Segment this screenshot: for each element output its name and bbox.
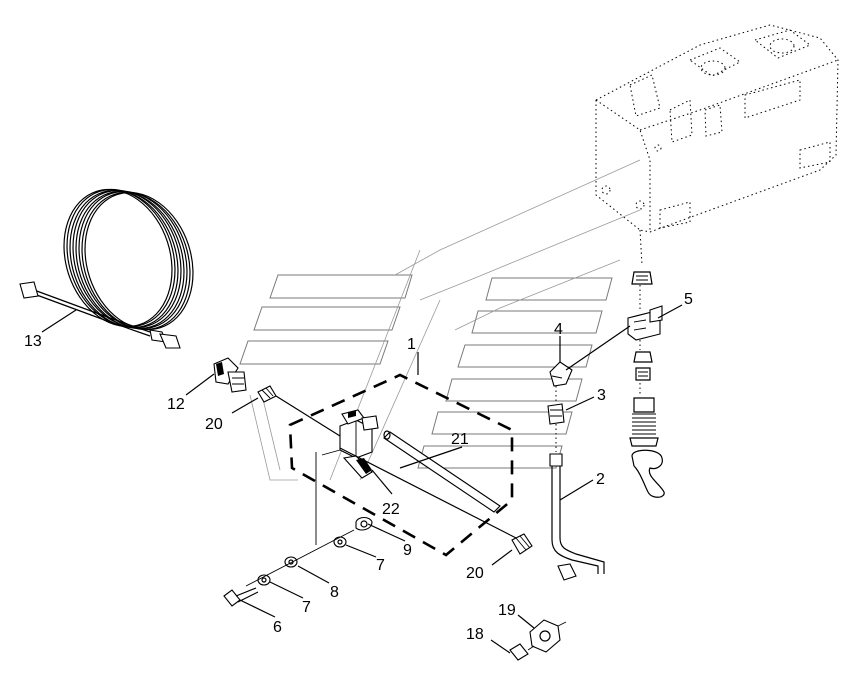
adapter-fitting-20-lower xyxy=(511,533,533,555)
label-part-7-upper: 7 xyxy=(376,557,385,574)
label-part-5: 5 xyxy=(684,291,693,308)
fitting-stack-right xyxy=(627,271,665,498)
label-part-18: 18 xyxy=(466,626,484,643)
label-part-9: 9 xyxy=(403,542,412,559)
label-part-3: 3 xyxy=(597,387,606,404)
label-part-13: 13 xyxy=(24,333,42,350)
label-part-22: 22 xyxy=(382,501,400,518)
label-part-7-lower: 7 xyxy=(302,599,311,616)
label-part-20-lower: 20 xyxy=(466,565,484,582)
adapter-fitting-20-left xyxy=(257,385,341,437)
valve-block xyxy=(315,409,521,545)
leader-lines xyxy=(41,304,683,654)
label-part-1: 1 xyxy=(407,336,416,353)
nut-19 xyxy=(529,619,567,653)
kit-outline xyxy=(288,373,514,557)
label-part-20-left: 20 xyxy=(205,416,223,433)
label-part-19: 19 xyxy=(498,602,516,619)
engine-housing xyxy=(595,24,839,266)
elbow-fitting-12 xyxy=(213,357,247,393)
bent-tube-2 xyxy=(549,453,605,581)
label-part-21: 21 xyxy=(451,431,469,448)
label-part-12: 12 xyxy=(167,396,185,413)
label-part-6: 6 xyxy=(273,619,282,636)
part-labels: 1 2 3 4 5 6 7 7 8 9 12 13 18 19 20 20 21… xyxy=(24,291,693,643)
label-part-8: 8 xyxy=(330,584,339,601)
watermark-logo xyxy=(239,159,641,481)
washer-18 xyxy=(509,643,535,661)
label-part-4: 4 xyxy=(554,321,563,338)
label-part-2: 2 xyxy=(596,471,605,488)
connector-fitting-3 xyxy=(547,386,565,452)
rod-21 xyxy=(383,430,501,513)
elbow-fitting-4 xyxy=(549,325,631,387)
tube-coil xyxy=(19,188,194,349)
hardware-stack xyxy=(223,516,373,607)
